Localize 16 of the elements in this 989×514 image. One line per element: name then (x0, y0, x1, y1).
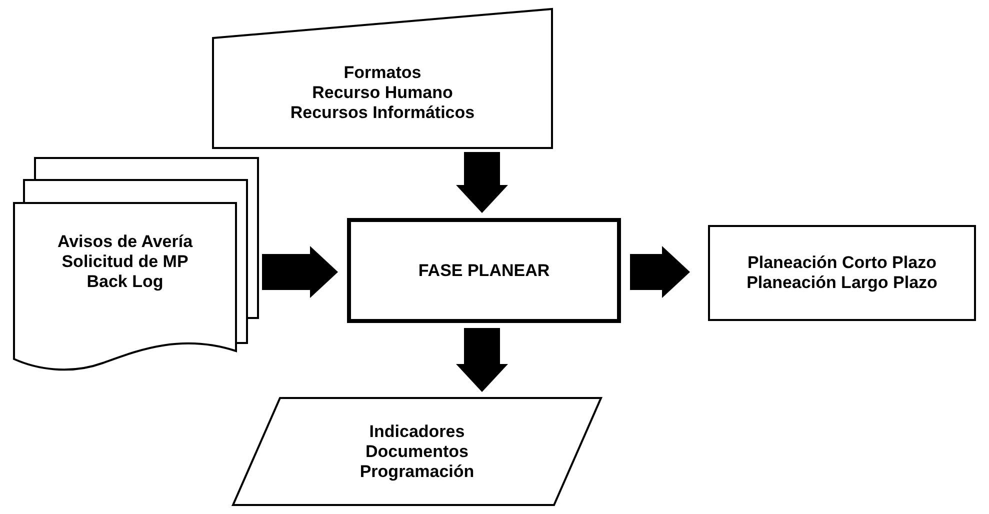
block-arrow (456, 328, 508, 392)
block-arrow (630, 246, 690, 298)
node-text: Indicadores (369, 422, 465, 442)
node-text: Documentos (366, 442, 468, 462)
node-text: Recursos Informáticos (290, 102, 475, 122)
node-text: Avisos de Avería (57, 232, 193, 252)
block-arrow (456, 152, 508, 213)
block-arrow (262, 246, 338, 298)
node-text: Planeación Largo Plazo (746, 273, 938, 293)
node-text: Programación (360, 462, 474, 482)
node-text: Formatos (344, 62, 422, 82)
node-text: Planeación Corto Plazo (748, 253, 936, 273)
node-text: FASE PLANEAR (418, 260, 550, 280)
node-text: Back Log (86, 272, 164, 292)
node-text: Recurso Humano (312, 82, 453, 102)
node-text: Solicitud de MP (62, 252, 188, 272)
